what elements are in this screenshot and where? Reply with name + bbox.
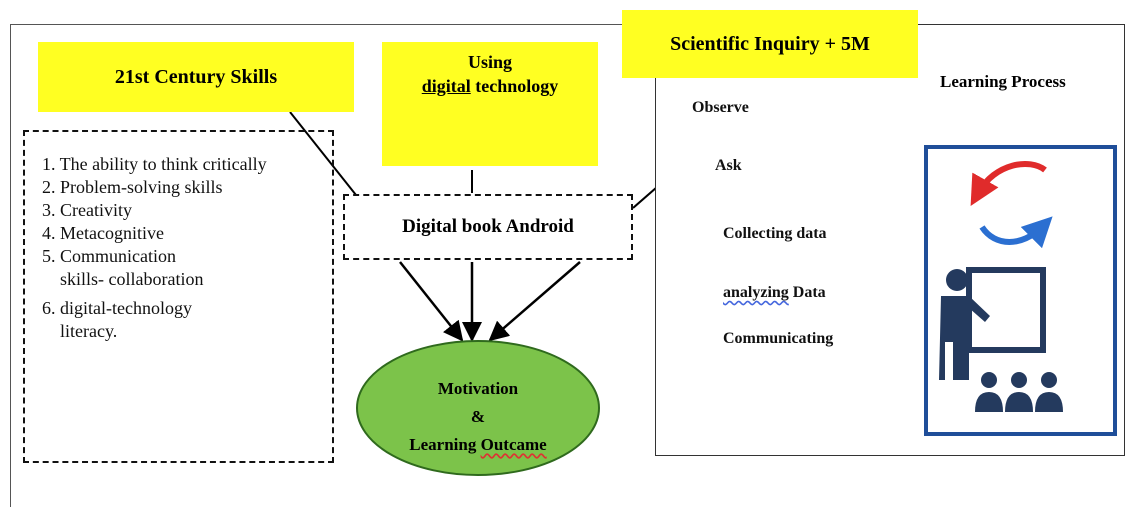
learning-process-title: Learning Process xyxy=(940,72,1066,91)
outcome-line3-first: Learning xyxy=(409,435,481,454)
presenter-icon xyxy=(939,267,1063,412)
outer-frame-left-edge xyxy=(10,24,11,507)
outcome-line3: Learning Outcame xyxy=(354,431,602,459)
analyzing-word: analyzing xyxy=(723,284,789,301)
step-communicating: Communicating xyxy=(723,330,834,347)
skills-list-box xyxy=(23,130,334,463)
outcome-ellipse xyxy=(356,340,600,476)
skills-list: 1. The ability to think critically 2. Pr… xyxy=(42,153,267,343)
arrow-book-to-outcome-right xyxy=(488,261,581,342)
outcome-line3-second: Outcame xyxy=(480,435,547,454)
skill-item: literacy. xyxy=(60,321,118,341)
analyzing-data-word: Data xyxy=(792,284,826,301)
skill-item: 3. Creativity xyxy=(42,200,132,220)
digital-tech-line2: digital technology xyxy=(382,74,598,98)
digital-technology-box: Using digital technology xyxy=(382,42,598,166)
outcome-line2: & xyxy=(470,407,486,426)
skill-item: 2. Problem-solving skills xyxy=(42,177,223,197)
arrow-book-to-outcome-left xyxy=(399,261,464,342)
cycle-arrows-icon xyxy=(970,161,1053,249)
outcome-line1: Motivation xyxy=(437,379,519,398)
scientific-inquiry-box: Scientific Inquiry + 5M xyxy=(622,10,918,78)
step-observe: Observe xyxy=(692,99,749,116)
step-analyzing-data: analyzing Data xyxy=(723,284,826,302)
skill-item: 5. Communication xyxy=(42,246,176,266)
century-skills-title: 21st Century Skills xyxy=(38,42,354,112)
digital-tech-line1: Using xyxy=(467,52,512,72)
step-ask: Ask xyxy=(715,157,742,174)
skill-item: 1. The ability to think critically xyxy=(42,154,267,174)
step-collecting-data: Collecting data xyxy=(723,225,827,242)
outcome-label: Motivation & Learning Outcame xyxy=(354,375,602,459)
line-skills-to-book xyxy=(289,111,357,196)
digital-tech-word: digital xyxy=(421,76,471,96)
skill-item: 6. digital-technology xyxy=(42,298,192,318)
outer-frame-top-edge xyxy=(10,24,655,25)
skill-item: skills- collaboration xyxy=(60,269,204,289)
digital-tech-rest: technology xyxy=(470,76,559,96)
digital-book-box: Digital book Android xyxy=(343,194,633,260)
skill-item: 4. Metacognitive xyxy=(42,223,164,243)
